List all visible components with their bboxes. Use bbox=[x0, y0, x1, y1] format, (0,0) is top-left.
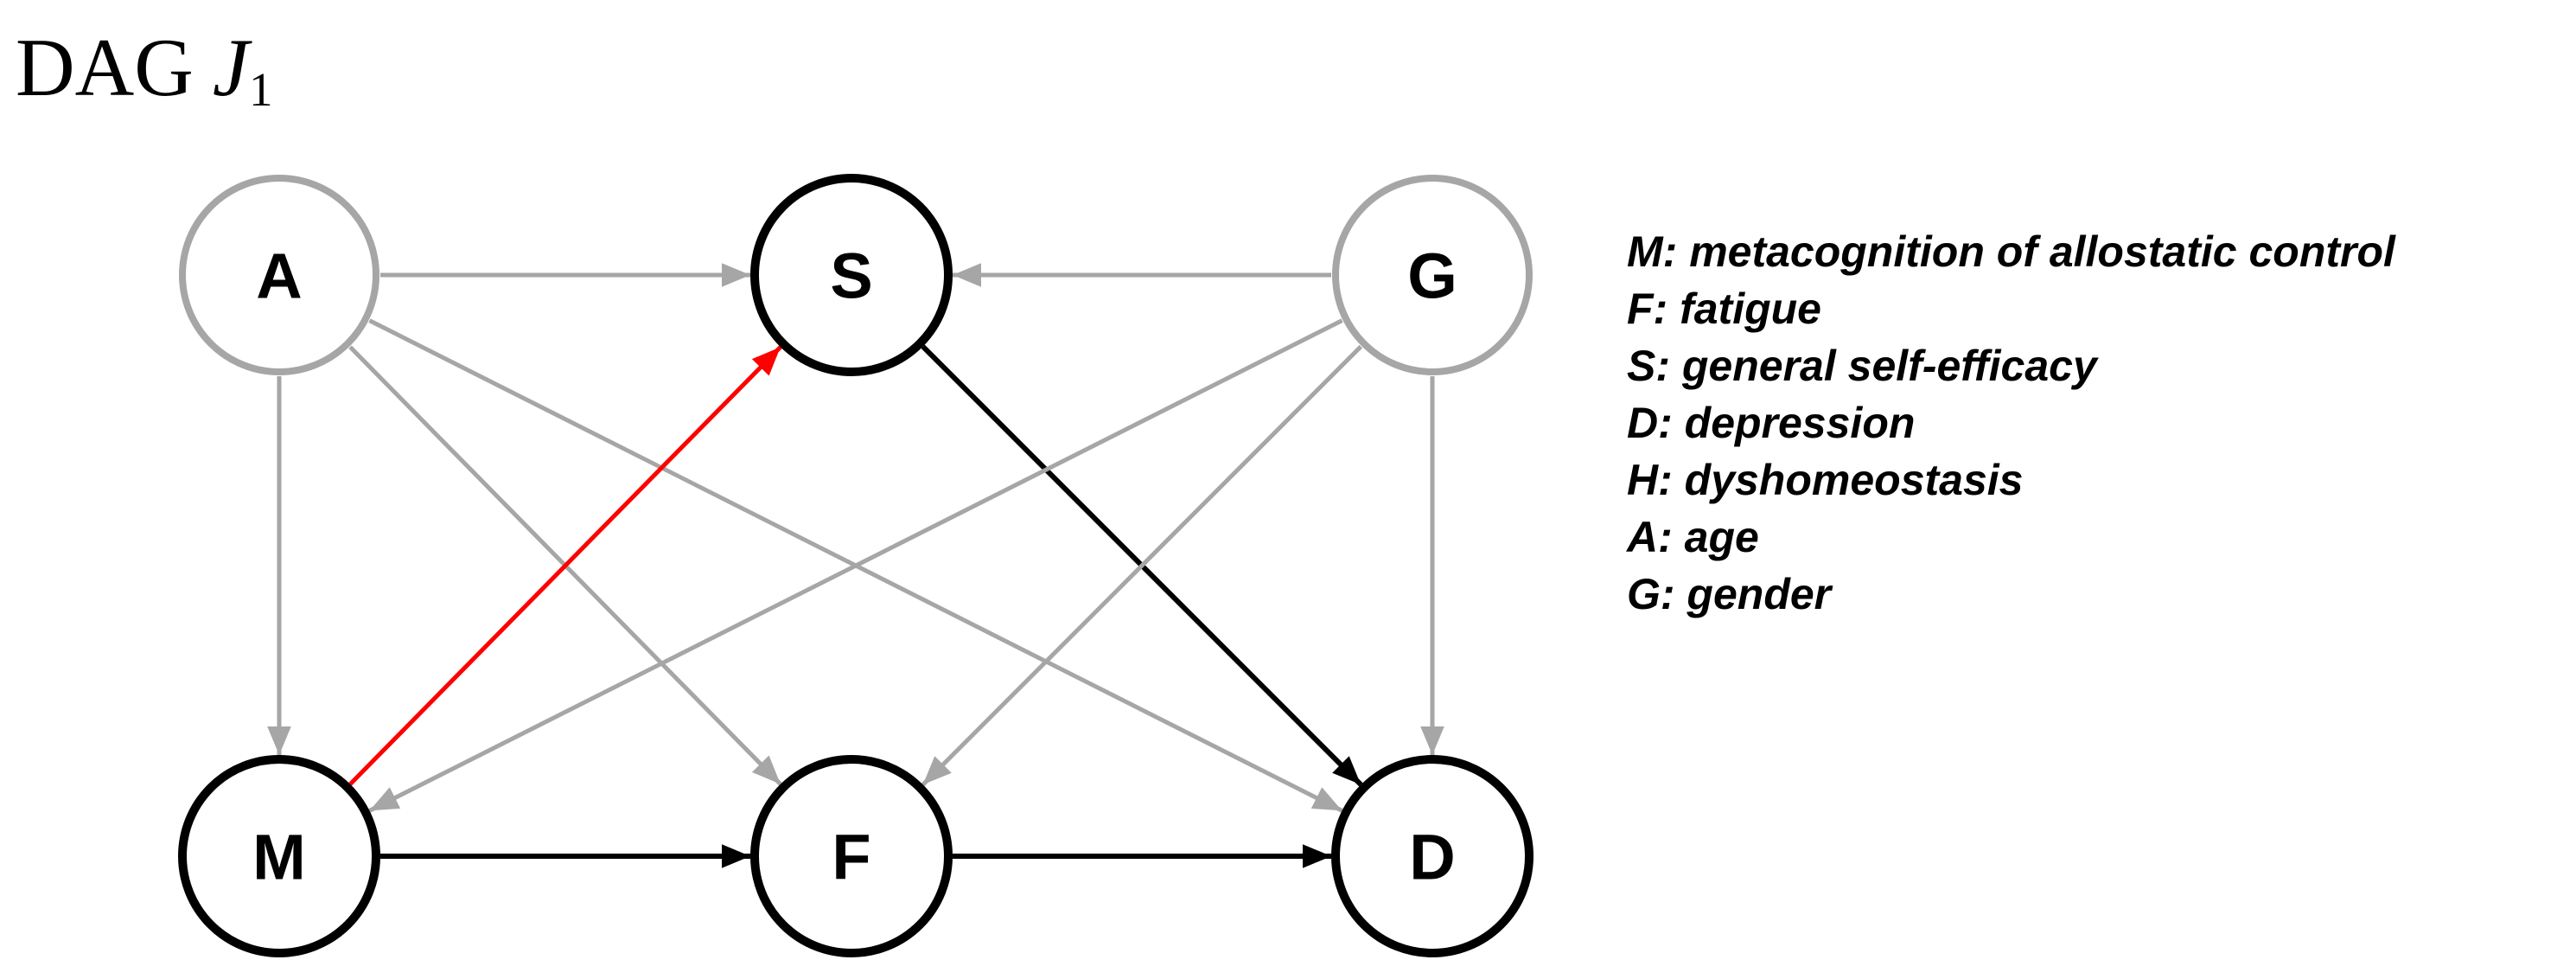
legend-line-A: A: age bbox=[1627, 513, 1759, 561]
legend-line-H: H: dyshomeostasis bbox=[1627, 456, 2024, 504]
legend-line-M: M: metacognition of allostatic control bbox=[1627, 227, 2395, 276]
node-F bbox=[750, 755, 953, 957]
title-variable: J bbox=[212, 22, 249, 113]
node-label-A: A bbox=[256, 240, 302, 312]
legend-line-F: F: fatigue bbox=[1627, 285, 1821, 333]
node-label-D: D bbox=[1409, 822, 1455, 893]
edge-G-F bbox=[921, 344, 1363, 787]
legend-line-D: D: depression bbox=[1627, 399, 1916, 447]
title-prefix: DAG bbox=[16, 22, 194, 113]
node-D bbox=[1331, 755, 1533, 957]
node-label-G: G bbox=[1407, 240, 1457, 312]
legend-line-G: G: gender bbox=[1627, 570, 1832, 618]
title-subscript: 1 bbox=[249, 63, 273, 117]
node-label-F: F bbox=[832, 822, 870, 893]
legend: M: metacognition of allostatic control F… bbox=[1627, 223, 2395, 623]
node-M bbox=[178, 755, 380, 957]
node-G bbox=[1332, 175, 1533, 375]
edge-G-M bbox=[368, 318, 1343, 813]
node-label-M: M bbox=[252, 822, 306, 893]
node-S bbox=[750, 174, 953, 376]
legend-line-S: S: general self-efficacy bbox=[1627, 342, 2097, 390]
node-A bbox=[179, 175, 379, 375]
node-label-S: S bbox=[830, 240, 872, 312]
edge-M-S bbox=[348, 345, 782, 786]
